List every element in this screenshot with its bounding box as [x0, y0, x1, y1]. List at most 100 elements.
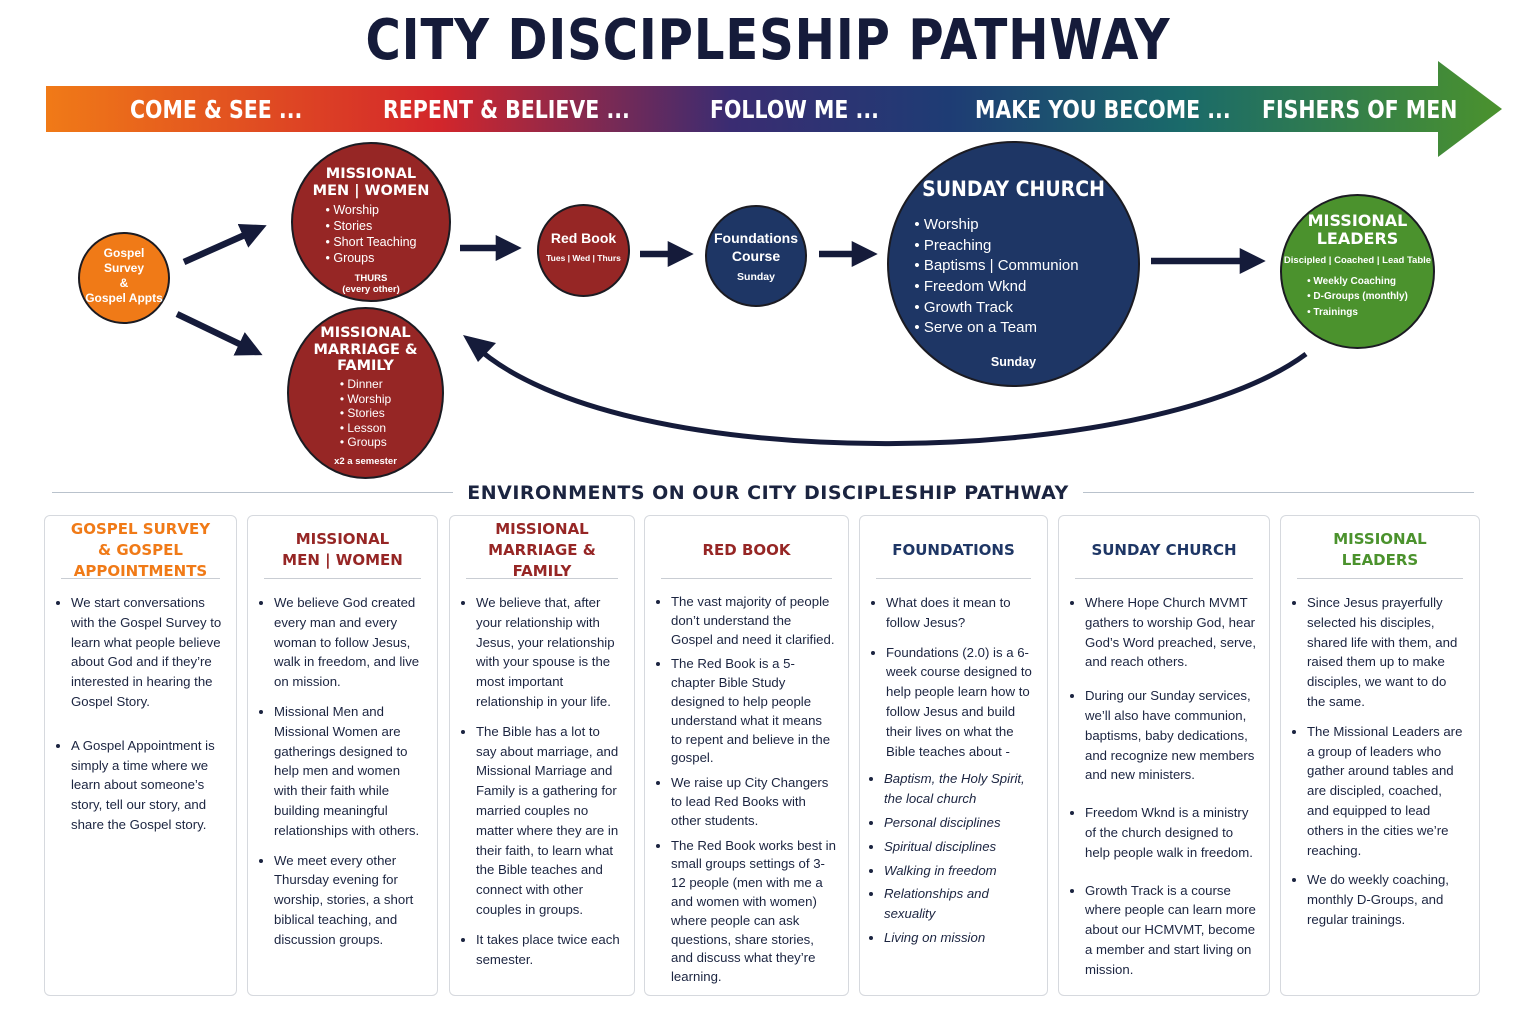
card-list: We believe that, after your relationship… [462, 593, 622, 969]
card-list: Since Jesus prayerfully selected his dis… [1293, 593, 1467, 930]
list-item: Groups [340, 435, 391, 450]
list-item: Growth Track [914, 298, 1078, 319]
list-item: It takes place twice each semester. [476, 930, 622, 970]
list-item: Since Jesus prayerfully selected his dis… [1307, 593, 1467, 712]
list-item: We believe that, after your relationship… [476, 593, 622, 712]
node-sunday-schedule: Sunday [990, 354, 1037, 369]
list-item: What does it mean to follow Jesus? [886, 593, 1035, 633]
list-item: D-Groups (monthly) [1307, 289, 1407, 305]
node-gospel-line-1: Gospel [103, 246, 145, 260]
node-foundations-course: Foundations Course Sunday [705, 205, 807, 307]
list-item: The Missional Leaders are a group of lea… [1307, 722, 1467, 861]
node-men-women-title-2: MEN | WOMEN [312, 182, 430, 199]
list-item: Growth Track is a course where people ca… [1085, 881, 1257, 980]
card-title-line-1: RED BOOK [702, 540, 791, 559]
stage-label-make-you-become: MAKE YOU BECOME ... [975, 95, 1231, 124]
node-foundations-schedule: Sunday [737, 271, 775, 283]
card-title-line-1: MISSIONAL LEADERS [1333, 530, 1427, 569]
card-list: We believe God created every man and eve… [260, 593, 425, 950]
card-foundations: FOUNDATIONS What does it mean to follow … [859, 515, 1048, 996]
node-marriage-title-1: MISSIONAL [320, 325, 411, 341]
card-sub-list: Baptism, the Holy Spirit, the local chur… [872, 769, 1035, 947]
node-marriage-list: Dinner Worship Stories Lesson Groups [340, 377, 391, 450]
return-arrow-leaders-to-marriage [463, 335, 1308, 447]
node-missional-marriage-family: MISSIONAL MARRIAGE & FAMILY Dinner Worsh… [287, 307, 444, 479]
stage-label-repent-and-believe: REPENT & BELIEVE ... [383, 95, 630, 124]
card-title-line-1: FOUNDATIONS [892, 540, 1015, 559]
list-item: Dinner [340, 377, 391, 392]
list-item: During our Sunday services, we’ll also h… [1085, 686, 1257, 785]
stage-label-fishers-of-men: FISHERS OF MEN [1262, 95, 1458, 124]
list-item: Foundations (2.0) is a 6-week course des… [886, 643, 1035, 762]
list-item: We believe God created every man and eve… [274, 593, 425, 692]
card-list: Where Hope Church MVMT gathers to worshi… [1071, 593, 1257, 980]
node-leaders-subtitle: Discipled | Coached | Lead Table [1283, 254, 1432, 266]
list-item: The Red Book works best in small groups … [671, 837, 836, 987]
stage-label-come-and-see: COME & SEE ... [130, 95, 303, 124]
node-sunday-list: Worship Preaching Baptisms | Communion F… [914, 215, 1079, 339]
list-item: Missional Men and Missional Women are ga… [274, 702, 425, 841]
node-leaders-list: Weekly Coaching D-Groups (monthly) Train… [1307, 274, 1408, 321]
node-gospel-line-4: Gospel Appts [85, 291, 163, 305]
node-men-women-schedule: THURS [354, 273, 388, 285]
node-foundations-title-2: Course [731, 248, 781, 264]
node-red-book-title: Red Book [550, 230, 617, 246]
list-item: Baptism, the Holy Spirit, the local chur… [884, 769, 1035, 809]
node-marriage-title-3: FAMILY [337, 358, 394, 375]
list-item: Stories [340, 406, 391, 421]
card-sunday-church: SUNDAY CHURCH Where Hope Church MVMT gat… [1058, 515, 1270, 996]
node-sunday-title: SUNDAY CHURCH [922, 177, 1105, 201]
card-title-line-2: MARRIAGE & FAMILY [488, 540, 596, 580]
divider-left [52, 492, 512, 493]
list-item: Where Hope Church MVMT gathers to worshi… [1085, 593, 1257, 672]
stage-label-follow-me: FOLLOW ME ... [710, 95, 879, 124]
list-item: Freedom Wknd is a ministry of the church… [1085, 803, 1257, 862]
card-title: MISSIONAL MEN | WOMEN [264, 526, 421, 579]
list-item: Living on mission [884, 928, 1035, 948]
list-item: A Gospel Appointment is simply a time wh… [71, 736, 224, 835]
list-item: We raise up City Changers to lead Red Bo… [671, 774, 836, 830]
node-gospel-line-2: Survey [103, 261, 145, 275]
list-item: The Red Book is a 5-chapter Bible Study … [671, 655, 836, 768]
card-title-line-1: MISSIONAL [295, 530, 390, 548]
list-item: Trainings [1307, 305, 1408, 321]
node-leaders-title-2: LEADERS [1316, 229, 1399, 249]
node-gospel-survey: Gospel Survey & Gospel Appts [78, 232, 170, 324]
card-title-line-1: MISSIONAL [495, 519, 589, 538]
card-title: GOSPEL SURVEY & GOSPEL APPOINTMENTS [61, 520, 220, 580]
card-title: RED BOOK [661, 526, 832, 579]
node-men-women-schedule-note: (every other) [342, 284, 400, 296]
card-list: We start conversations with the Gospel S… [57, 593, 224, 835]
list-item: Groups [325, 250, 416, 266]
list-item: Short Teaching [325, 234, 416, 250]
list-item: Walking in freedom [884, 861, 1035, 881]
node-sunday-church: SUNDAY CHURCH Worship Preaching Baptisms… [887, 141, 1140, 387]
card-title: MISSIONAL MARRIAGE & FAMILY [466, 520, 618, 580]
list-item: Lesson [340, 421, 391, 436]
arrow-gospel-to-men-women [182, 223, 267, 265]
card-missional-men-women: MISSIONAL MEN | WOMEN We believe God crea… [247, 515, 438, 996]
card-list: What does it mean to follow Jesus? Found… [872, 593, 1035, 761]
card-title: FOUNDATIONS [876, 526, 1031, 579]
list-item: We meet every other Thursday evening for… [274, 851, 425, 950]
list-item: Worship [325, 202, 416, 218]
list-item: We do weekly coaching, monthly D-Groups,… [1307, 870, 1467, 929]
list-item: Serve on a Team [914, 318, 1078, 339]
environments-heading-text: ENVIRONMENTS ON OUR CITY DISCIPLESHIP PA… [453, 482, 1083, 504]
list-item: Weekly Coaching [1307, 274, 1408, 290]
list-item: Spiritual disciplines [884, 837, 1035, 857]
pathway-banner-arrow [46, 61, 1502, 157]
node-red-book-schedule: Tues | Wed | Thurs [546, 253, 621, 263]
arrow-gospel-to-marriage [175, 311, 263, 356]
card-title-line-1: GOSPEL SURVEY [70, 519, 211, 538]
card-gospel-survey: GOSPEL SURVEY & GOSPEL APPOINTMENTS We st… [44, 515, 237, 996]
node-missional-leaders: MISSIONAL LEADERS Discipled | Coached | … [1280, 194, 1435, 349]
card-title: SUNDAY CHURCH [1075, 526, 1253, 579]
list-item: The Bible has a lot to say about marriag… [476, 722, 622, 920]
list-item: The vast majority of people don’t unders… [671, 593, 836, 649]
card-title-line-2: MEN | WOMEN [282, 551, 403, 569]
page-title: CITY DISCIPLESHIP PATHWAY [365, 8, 1171, 73]
node-marriage-schedule: x2 a semester [334, 456, 397, 468]
list-item: Relationships and sexuality [884, 884, 1035, 924]
card-title-line-2: & GOSPEL APPOINTMENTS [73, 540, 208, 580]
